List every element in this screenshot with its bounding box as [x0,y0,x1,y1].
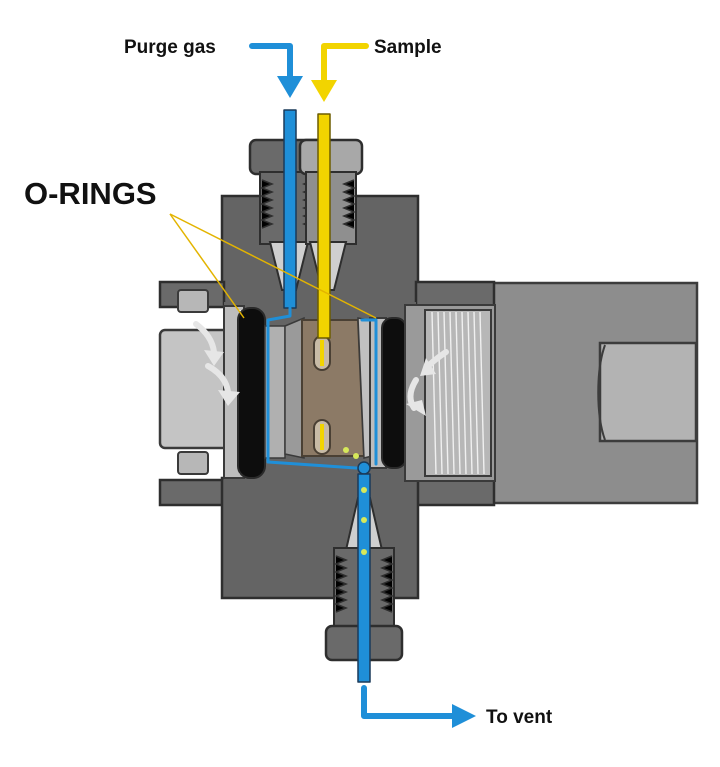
sample-chamber [301,319,366,457]
flow-arrow-left-1-head [204,350,224,366]
flow-arrow-left-1 [193,321,217,355]
sample-flow [311,43,369,555]
right-housing [490,281,699,505]
vent-outlet-arrowhead [452,704,476,728]
to-vent-label: To vent [486,707,553,728]
rotor-left-wedge [284,316,305,459]
right-housing-bore [598,341,698,443]
purge-channel-right [360,318,378,466]
valve-body-flange-right [414,280,496,309]
flow-arrows [193,321,449,416]
flow-arrow-right-1-head [420,358,436,376]
sample-inlet-arrow-line [321,43,369,85]
purge-tube-top [283,109,297,309]
sample-inlet-arrowhead [311,80,337,102]
flow-arrow-left-2-head [218,390,240,406]
sample-tube-top [317,113,331,339]
leader-to-right-o-ring [169,213,377,319]
left-cap [158,289,245,479]
flow-arrow-right-2-head [406,400,426,416]
o-rings-leader-lines [169,213,377,319]
left-cap-bolt-top [177,289,209,313]
left-cap-block [158,328,234,450]
flow-arrow-left-2 [205,363,231,395]
sample-nut [298,138,364,176]
sample-thread-lines [341,179,357,229]
vent-tube [357,473,371,683]
threaded-coupling-right [404,304,496,482]
purge-gas-flow [249,43,476,728]
right-housing-bore-curve [597,344,606,441]
vent-junction [357,461,371,475]
rotor-assembly [264,316,381,459]
sample-label: Sample [374,37,442,58]
o-ring-left [237,307,266,479]
purge-gas-label: Purge gas [124,37,216,58]
vent-outlet-arrow-line [361,685,459,719]
coupling-thread-lines [431,311,485,475]
sample-dots [343,447,367,555]
left-cap-bolt-bottom [177,451,209,475]
o-rings-label: O-RINGS [24,176,157,211]
valve-body-flange-left-bottom [158,478,226,507]
valve-body-bottom [220,476,420,600]
valve-body-flange-right-bottom [414,478,496,507]
vent-thread-lines [333,555,395,613]
purge-inlet-arrowhead [277,76,303,98]
o-ring-right [381,317,407,469]
purge-inlet-arrow-line [249,43,293,83]
leader-to-left-o-ring [169,213,245,319]
